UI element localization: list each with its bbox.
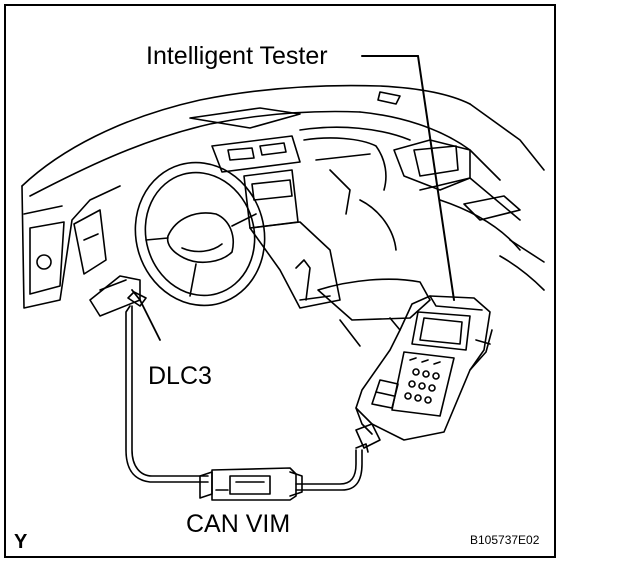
can-vim-label: CAN VIM xyxy=(186,510,291,538)
figure-code: B105737E02 xyxy=(470,533,540,547)
dashboard-outline xyxy=(21,84,545,291)
center-console xyxy=(249,221,431,347)
connector-cable xyxy=(125,291,363,491)
tester-label: Intelligent Tester xyxy=(146,42,328,70)
tester-leader-line xyxy=(361,55,455,301)
figure-frame xyxy=(4,4,556,558)
corner-mark: Y xyxy=(14,531,28,553)
dlc3-label: DLC3 xyxy=(148,362,212,390)
left-panel xyxy=(21,185,141,317)
intelligent-tester-device-icon xyxy=(355,295,493,453)
can-vim-module-icon xyxy=(199,467,303,501)
steering-wheel-icon xyxy=(134,161,266,307)
